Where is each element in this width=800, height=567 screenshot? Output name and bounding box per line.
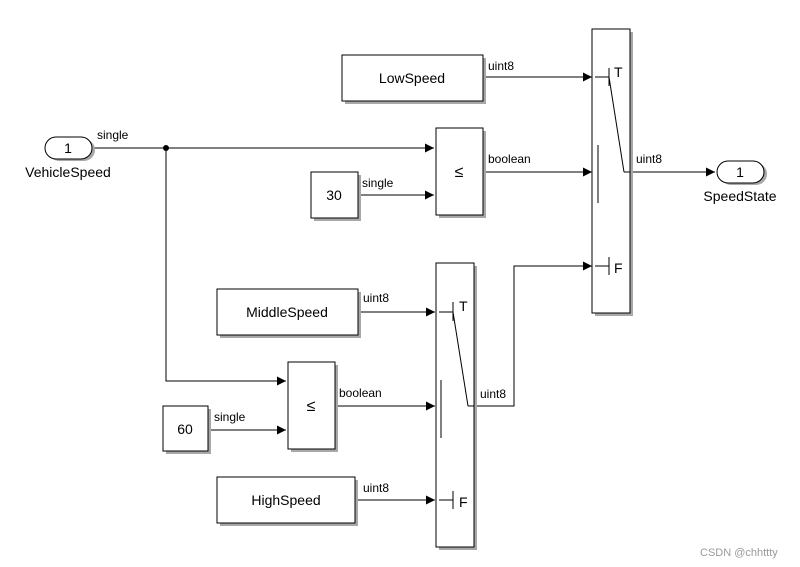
constant-value: HighSpeed (251, 492, 320, 508)
outport-speedstate[interactable]: 1 SpeedState (703, 160, 777, 204)
signal-label-vehiclespeed: single (97, 128, 129, 142)
signal-label-const60: single (214, 410, 246, 424)
switch-true-label: T (459, 298, 468, 314)
constant-lowspeed[interactable]: LowSpeed (341, 54, 486, 104)
inport-name: VehicleSpeed (25, 164, 111, 180)
relational-operator-1[interactable]: ≤ (435, 127, 486, 218)
signal-label-switch1-out: uint8 (636, 152, 662, 166)
constant-highspeed[interactable]: HighSpeed (216, 476, 358, 526)
switch-true-label: T (614, 64, 623, 80)
constant-value: 60 (177, 421, 193, 437)
switch-2[interactable]: T F (435, 262, 477, 550)
operator-symbol: ≤ (307, 398, 316, 415)
constant-value: 30 (326, 187, 342, 203)
switch-1[interactable]: T F (591, 28, 633, 316)
signal-label-middlespeed: uint8 (363, 291, 389, 305)
signal-label-lowspeed: uint8 (488, 59, 514, 73)
outport-number: 1 (736, 164, 744, 180)
inport-vehiclespeed[interactable]: 1 VehicleSpeed (25, 136, 111, 180)
constant-value: LowSpeed (379, 70, 445, 86)
wire-vehiclespeed-to-compare2[interactable] (165, 148, 286, 386)
constant-30[interactable]: 30 (310, 171, 361, 221)
constant-value: MiddleSpeed (246, 304, 328, 320)
signal-lines (93, 72, 715, 505)
constant-middlespeed[interactable]: MiddleSpeed (216, 288, 361, 338)
operator-symbol: ≤ (455, 164, 464, 181)
signal-label-compare1: boolean (488, 152, 531, 166)
constant-60[interactable]: 60 (162, 405, 211, 454)
wire-switch2-to-switch1[interactable] (476, 261, 592, 407)
watermark: CSDN @chhttty (700, 547, 778, 559)
signal-label-const30: single (362, 176, 394, 190)
signal-label-switch2-out: uint8 (480, 387, 506, 401)
signal-type-labels: single single uint8 boolean uint8 uint8 … (97, 59, 662, 495)
relational-operator-2[interactable]: ≤ (287, 361, 338, 452)
signal-label-highspeed: uint8 (363, 481, 389, 495)
inport-number: 1 (64, 140, 72, 156)
signal-label-compare2: boolean (339, 386, 382, 400)
outport-name: SpeedState (703, 188, 776, 204)
switch-false-label: F (459, 494, 468, 510)
switch-false-label: F (614, 260, 623, 276)
